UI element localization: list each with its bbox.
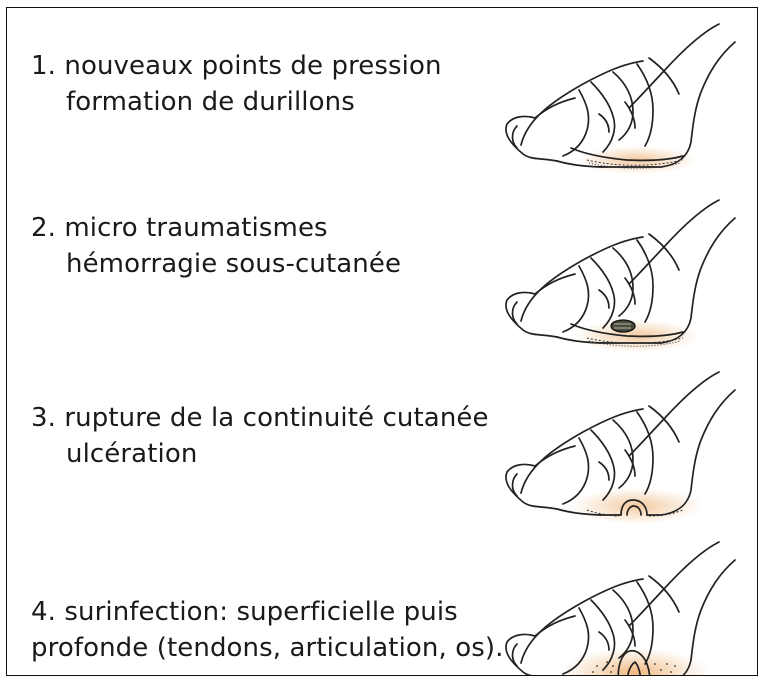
step-4-title: 4. surinfection: superficielle puis [31,594,521,630]
step-1-detail: formation de durillons [31,84,521,120]
step-4-detail: profonde (tendons, articulation, os). [31,630,521,666]
step-3-text: 3. rupture de la continuité cutanée ulcé… [31,400,521,472]
foot-drawing-ulceration [487,368,737,528]
foot-illustration-3 [487,368,737,528]
foot-illustration-4 [487,538,737,676]
step-3-detail: ulcération [31,436,521,472]
foot-drawing-hemorrhage [487,196,737,356]
step-2-text: 2. micro traumatismes hémorragie sous-cu… [31,210,521,282]
foot-drawing-callus [487,20,737,180]
step-1-title: 1. nouveaux points de pression [31,48,521,84]
step-2-detail: hémorragie sous-cutanée [31,246,521,282]
hemorrhage-spot-icon [611,320,635,332]
foot-drawing-infection [487,538,737,676]
step-4-text: 4. surinfection: superficielle puis prof… [31,594,521,666]
foot-illustration-1 [487,20,737,180]
step-2-title: 2. micro traumatismes [31,210,521,246]
step-3-title: 3. rupture de la continuité cutanée [31,400,521,436]
foot-illustration-2 [487,196,737,356]
step-1-text: 1. nouveaux points de pression formation… [31,48,521,120]
diagram-frame: 1. nouveaux points de pression formation… [6,7,758,676]
diagram-stage: 1. nouveaux points de pression formation… [17,48,757,676]
